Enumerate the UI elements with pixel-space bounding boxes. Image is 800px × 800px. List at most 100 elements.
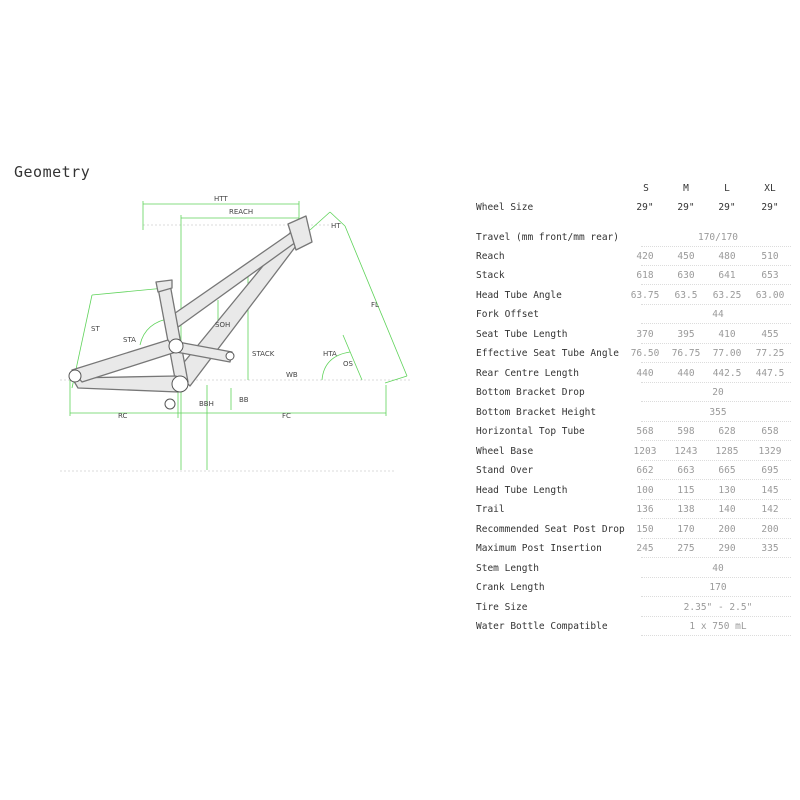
label-fl: FL — [371, 301, 379, 309]
row-value-l: 290 — [718, 543, 736, 554]
row-value-all-sizes: 20 — [712, 387, 724, 398]
row-divider — [641, 323, 791, 324]
table-row: Recommended Seat Post Drop 150 170 200 200 — [476, 524, 796, 540]
size-s: S — [643, 183, 649, 194]
row-value-s: 1203 — [633, 446, 657, 457]
label-soh: SOH — [215, 321, 230, 329]
row-value-s: 150 — [636, 524, 654, 535]
size-l: L — [724, 183, 730, 194]
row-value-m: 450 — [677, 251, 695, 262]
row-value-all-sizes: 1 x 750 mL — [689, 621, 747, 632]
label-os: OS — [343, 360, 354, 368]
row-value-xl: 77.25 — [755, 348, 785, 359]
row-value-s: 136 — [636, 504, 654, 515]
row-divider — [641, 343, 791, 344]
label-stack: STACK — [252, 350, 275, 358]
row-divider — [641, 479, 791, 480]
row-value-xl: 200 — [761, 524, 779, 535]
row-value-m: 395 — [677, 329, 695, 340]
row-divider — [641, 246, 791, 247]
row-value-all-sizes: 170 — [709, 582, 727, 593]
row-value-s: 29" — [636, 202, 654, 213]
row-value-xl: 145 — [761, 485, 779, 496]
row-divider — [641, 557, 791, 558]
row-value-m: 1243 — [674, 446, 698, 457]
label-sta: STA — [123, 336, 136, 344]
row-divider — [641, 382, 791, 383]
row-value-s: 618 — [636, 270, 654, 281]
row-label: Reach — [476, 251, 505, 262]
row-value-all-sizes: 2.35" - 2.5" — [683, 602, 753, 613]
label-bbh: BBH — [199, 400, 214, 408]
row-label: Bottom Bracket Drop — [476, 387, 585, 398]
row-value-xl: 63.00 — [755, 290, 785, 301]
row-value-l: 442.5 — [712, 368, 742, 379]
row-divider — [641, 440, 791, 441]
label-fc: FC — [282, 412, 291, 420]
size-m: M — [683, 183, 689, 194]
label-ht: HT — [331, 222, 341, 230]
page-title: Geometry — [14, 163, 91, 181]
row-label: Head Tube Length — [476, 485, 568, 496]
label-rc: RC — [118, 412, 128, 420]
row-value-s: 63.75 — [630, 290, 660, 301]
row-value-m: 138 — [677, 504, 695, 515]
row-value-l: 77.00 — [712, 348, 742, 359]
row-value-s: 245 — [636, 543, 654, 554]
row-value-s: 370 — [636, 329, 654, 340]
row-value-xl: 653 — [761, 270, 779, 281]
label-bb: BB — [239, 396, 249, 404]
row-value-m: 76.75 — [671, 348, 701, 359]
row-divider — [641, 265, 791, 266]
row-value-m: 29" — [677, 202, 695, 213]
row-label: Horizontal Top Tube — [476, 426, 585, 437]
label-wb: WB — [286, 371, 298, 379]
row-label: Fork Offset — [476, 309, 539, 320]
row-value-all-sizes: 170/170 — [697, 232, 739, 243]
row-label: Wheel Base — [476, 446, 534, 457]
row-value-xl: 658 — [761, 426, 779, 437]
row-divider — [641, 284, 791, 285]
row-value-xl: 695 — [761, 465, 779, 476]
row-label: Recommended Seat Post Drop — [476, 524, 625, 535]
row-value-l: 200 — [718, 524, 736, 535]
row-divider — [641, 518, 791, 519]
row-value-l: 641 — [718, 270, 736, 281]
row-value-s: 420 — [636, 251, 654, 262]
row-divider — [641, 304, 791, 305]
row-divider — [641, 538, 791, 539]
table-row: Bottom Bracket Drop 20 — [476, 387, 796, 403]
row-value-m: 598 — [677, 426, 695, 437]
row-value-l: 29" — [718, 202, 736, 213]
row-label: Water Bottle Compatible — [476, 621, 608, 632]
row-value-xl: 29" — [761, 202, 779, 213]
row-divider — [641, 499, 791, 500]
row-value-xl: 1329 — [758, 446, 782, 457]
label-hta: HTA — [323, 350, 337, 358]
row-value-m: 663 — [677, 465, 695, 476]
row-value-m: 630 — [677, 270, 695, 281]
row-value-m: 170 — [677, 524, 695, 535]
row-divider — [641, 596, 791, 597]
frame-geometry-diagram: HTT REACH HT ST STA SOH STACK FL HTA OS … — [60, 195, 410, 472]
row-label: Effective Seat Tube Angle — [476, 348, 619, 359]
row-label: Trail — [476, 504, 505, 515]
row-divider — [641, 577, 791, 578]
row-value-xl: 335 — [761, 543, 779, 554]
row-value-m: 63.5 — [674, 290, 698, 301]
table-row: Water Bottle Compatible 1 x 750 mL — [476, 621, 796, 637]
row-label: Stem Length — [476, 563, 539, 574]
row-value-xl: 447.5 — [755, 368, 785, 379]
row-value-m: 440 — [677, 368, 695, 379]
row-value-l: 410 — [718, 329, 736, 340]
